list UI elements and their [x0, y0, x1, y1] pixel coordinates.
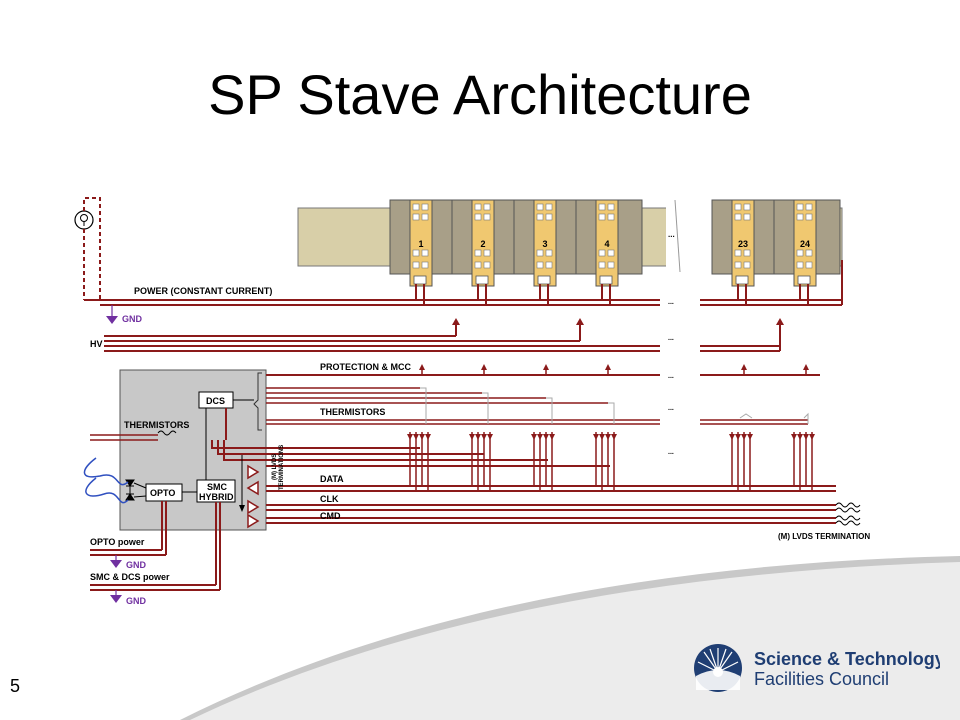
power-label: POWER (CONSTANT CURRENT): [134, 286, 272, 296]
smc-out-wires: [211, 440, 266, 461]
dcs-label: DCS: [206, 396, 225, 406]
gnd-top-label: GND: [122, 314, 143, 324]
module-label: 23: [738, 239, 748, 249]
stfc-sunburst-icon: [694, 644, 742, 692]
power-source-wire-2: [83, 197, 101, 300]
thermistor-ellipsis: ...: [668, 405, 674, 412]
opto-diodes-icon: [125, 479, 147, 501]
mlvds-label-1: (M) LVDS: [272, 454, 278, 480]
gnd-smc-label: GND: [126, 596, 147, 606]
fiber-1: [83, 457, 129, 486]
driver-triangles: [246, 464, 260, 529]
module-2: 2: [451, 199, 519, 287]
stfc-logo: Science & Technology Facilities Council: [694, 644, 940, 692]
module-label: 4: [604, 239, 609, 249]
hv-arrows: [452, 318, 784, 325]
mlvds-label-2: TERMINATIONS: [279, 445, 285, 490]
hv-ellipsis: ...: [668, 335, 674, 342]
thermistor-resistor-icon: [157, 430, 177, 436]
module-4: 4: [575, 199, 643, 287]
page-number: 5: [10, 676, 21, 696]
gnd-top-icon: [106, 305, 118, 324]
module-1: 1: [389, 199, 457, 287]
module-label: 24: [800, 239, 810, 249]
opto-power-wires: [90, 501, 221, 591]
smc-dcs-power-label: SMC & DCS power: [90, 572, 170, 582]
stave-ellipsis: ...: [668, 230, 675, 239]
current-source-icon: [74, 210, 94, 230]
power-bus: [84, 260, 843, 306]
thermistors-bus-label: THERMISTORS: [320, 407, 385, 417]
power-ellipsis: ...: [668, 299, 674, 306]
drop-bundles: [407, 432, 815, 491]
gnd-opto-icon: [110, 555, 122, 568]
opto-power-label: OPTO power: [90, 537, 145, 547]
gnd-opto-label: GND: [126, 560, 147, 570]
gnd-smc-icon: [110, 590, 122, 603]
protection-arrows: [419, 364, 809, 375]
stave-break-line: [674, 199, 681, 273]
fiber-2: [85, 477, 129, 504]
module-label: 2: [480, 239, 485, 249]
data-ellipsis: ...: [668, 449, 674, 456]
smc-brace: [253, 372, 262, 431]
hv-label: HV: [90, 339, 103, 349]
module-label: 1: [418, 239, 423, 249]
thermistor-drops: [420, 387, 809, 424]
page-title: SP Stave Architecture: [208, 63, 752, 126]
clk-label: CLK: [320, 494, 339, 504]
thermistors-left-label: THERMISTORS: [124, 420, 189, 430]
lvds-term-label: (M) LVDS TERMINATION: [778, 532, 870, 541]
thermistor-left-wires: [90, 434, 158, 441]
thermistor-bus: [266, 387, 808, 425]
driver-arrow-head: [239, 505, 245, 512]
module-3: 3: [513, 199, 581, 287]
module-24: 24: [773, 199, 841, 287]
protection-label: PROTECTION & MCC: [320, 362, 411, 372]
data-bus: [266, 447, 836, 524]
module-drops: [415, 284, 809, 305]
protection-ellipsis: ...: [668, 373, 674, 380]
smc-label-1: SMC: [207, 482, 228, 492]
hv-lines: [104, 322, 781, 352]
lvds-termination-resistors: [835, 502, 861, 526]
smc-label-2: HYBRID: [199, 492, 234, 502]
module-label: 3: [542, 239, 547, 249]
cmd-label: CMD: [320, 511, 341, 521]
logo-line-1: Science & Technology: [754, 649, 940, 669]
module-23: 23: [711, 199, 779, 287]
stave-gap: [666, 200, 716, 274]
data-label: DATA: [320, 474, 344, 484]
logo-line-2: Facilities Council: [754, 669, 889, 689]
opto-label: OPTO: [150, 488, 175, 498]
